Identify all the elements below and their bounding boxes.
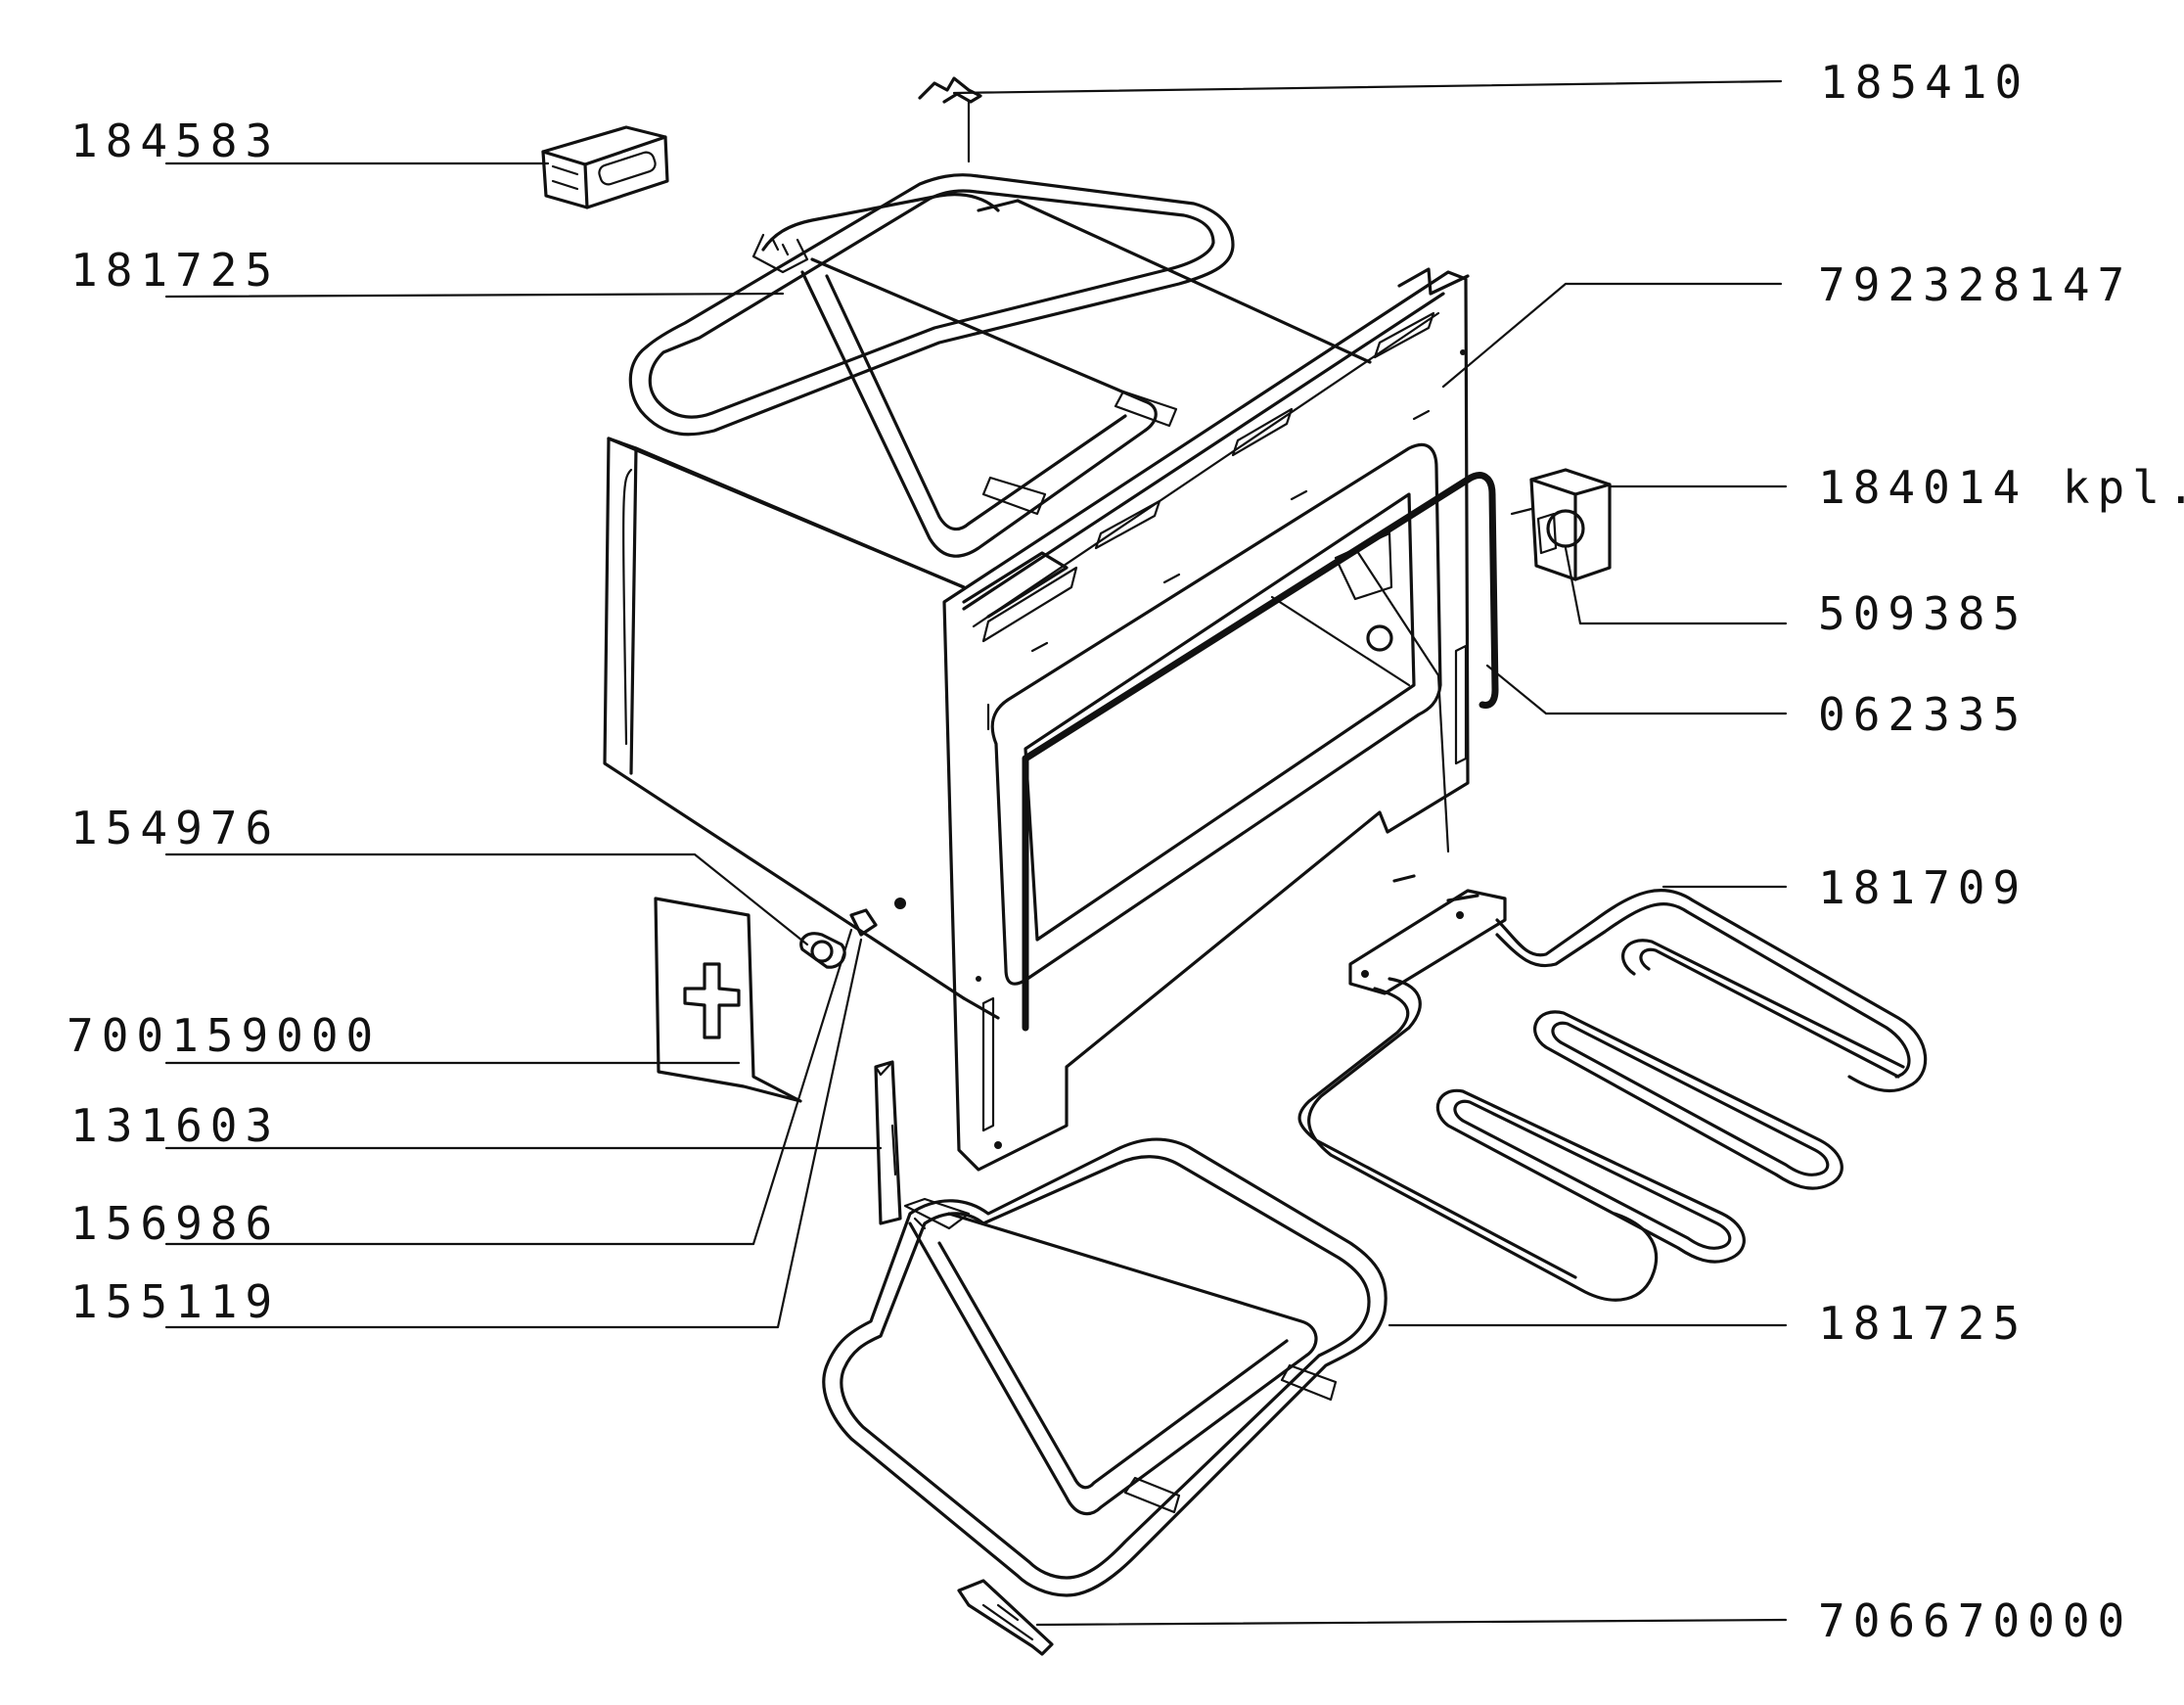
connector-block (541, 125, 669, 209)
label-156986: 156986 (70, 1197, 280, 1250)
label-155119: 155119 (70, 1275, 280, 1328)
leader-181725-top (164, 292, 785, 299)
leader-155119 (164, 938, 863, 1329)
label-706670000: 706670000 (1818, 1594, 2132, 1647)
label-131603: 131603 (70, 1099, 280, 1152)
leader-509385 (1564, 546, 1788, 625)
leader-185410 (952, 79, 1783, 95)
part-labels: 185410 184583 181725 792328147 184014 kp… (67, 56, 2184, 1647)
label-062335: 062335 (1818, 688, 2027, 741)
leader-062335 (1485, 664, 1788, 715)
leader-lines (164, 79, 1788, 1627)
oven-cavity (603, 199, 1450, 1020)
lamp-housing (1510, 468, 1612, 581)
label-184014-kpl: 184014 kpl. (1818, 461, 2184, 514)
label-792328147: 792328147 (1818, 258, 2132, 311)
bottom-heating-element (822, 1137, 1388, 1597)
label-509385: 509385 (1818, 587, 2027, 640)
leader-156986 (164, 928, 853, 1246)
label-185410: 185410 (1820, 56, 2029, 109)
grill-element (1297, 874, 1928, 1302)
label-181725-top: 181725 (70, 244, 280, 297)
insulation-plate (654, 897, 802, 1103)
mounting-bar (874, 1060, 902, 1225)
thermostat-knob (799, 898, 906, 969)
top-heating-element (628, 173, 1235, 558)
label-184583: 184583 (70, 115, 280, 167)
leader-792328147 (1441, 282, 1783, 389)
leader-154976 (164, 852, 809, 946)
front-frame (942, 267, 1499, 1172)
leader-706670000 (1035, 1618, 1788, 1627)
label-154976: 154976 (70, 802, 280, 854)
small-bracket (957, 1579, 1054, 1656)
clip-part (918, 76, 982, 163)
label-181709: 181709 (1818, 861, 2027, 914)
label-700159000: 700159000 (67, 1009, 381, 1062)
label-181725-bottom: 181725 (1818, 1297, 2027, 1350)
